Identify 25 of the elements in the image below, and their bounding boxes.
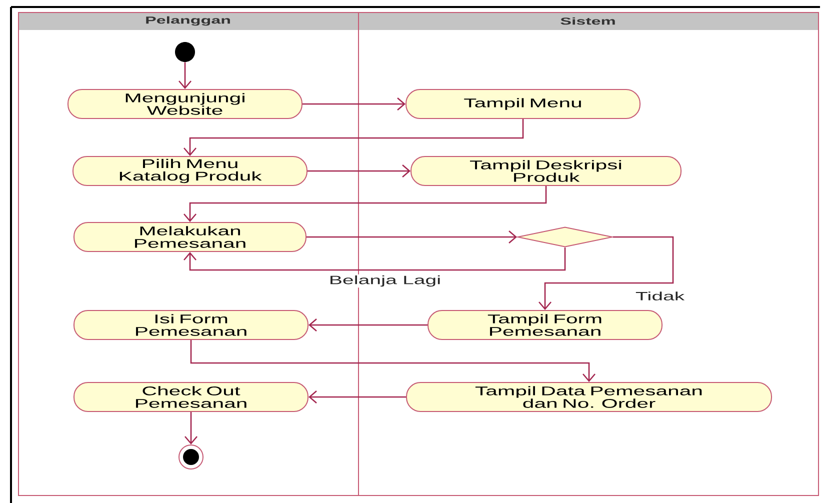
arrow (306, 230, 517, 244)
activity-box: Mengunjungi Website (68, 89, 302, 119)
arrow (184, 412, 198, 444)
activity-box: Tampil Data Pemesanan dan No. Order (406, 382, 772, 412)
activity-box: Isi Form Pemesanan (74, 310, 308, 340)
activity-box: Melakukan Pemesanan (74, 222, 306, 252)
activity-box: Pilih Menu Katalog Produk (72, 156, 308, 186)
arrow (184, 119, 524, 156)
arrow (538, 236, 674, 310)
arrow (302, 98, 406, 110)
edge-label: Belanja Lagi (328, 274, 442, 288)
edge-label: Tidak (634, 290, 686, 302)
end-node (178, 444, 204, 470)
arrow (184, 186, 547, 222)
activity-box: Tampil Menu (406, 89, 640, 119)
arrow (308, 164, 410, 178)
arrow (178, 62, 192, 89)
arrow (184, 248, 566, 271)
activity-box: Tampil Form Pemesanan (428, 310, 662, 340)
activity-box: Tampil Deskripsi Produk (410, 156, 682, 186)
arrow (190, 340, 596, 382)
arrow (308, 390, 406, 404)
arrow (308, 318, 428, 332)
start-node (175, 42, 195, 62)
activity-box: Check Out Pemesanan (74, 382, 308, 412)
